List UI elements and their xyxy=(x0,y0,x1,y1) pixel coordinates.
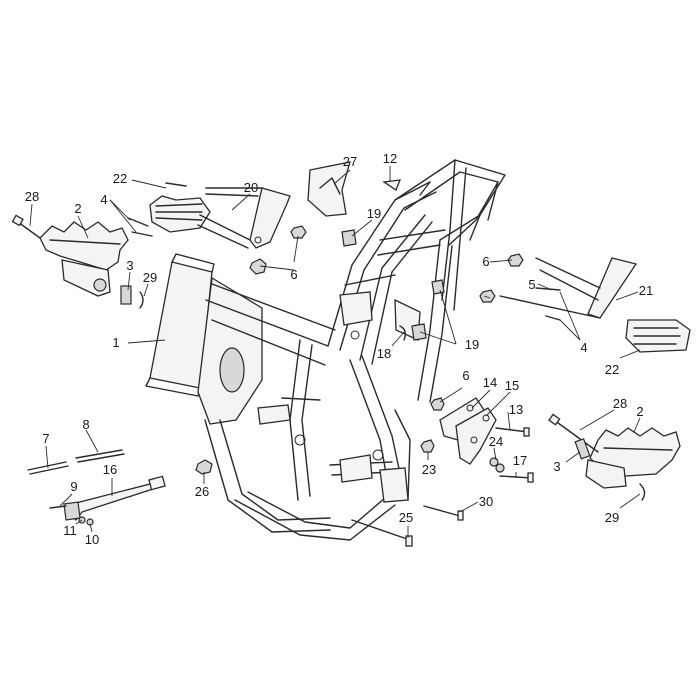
callout-24: 24 xyxy=(489,434,503,449)
callout-4b: 4 xyxy=(580,340,587,355)
callout-25: 25 xyxy=(399,510,413,525)
right-passenger-footpeg xyxy=(625,319,691,353)
callout-21: 21 xyxy=(639,283,653,298)
left-passenger-bracket xyxy=(205,187,291,249)
decal-27 xyxy=(307,161,351,217)
nut-6-mid xyxy=(430,397,445,411)
nut-26 xyxy=(195,459,213,475)
main-frame xyxy=(145,159,506,541)
callout-6c: 6 xyxy=(462,368,469,383)
bolt-13 xyxy=(495,427,529,433)
callout-5: 5 xyxy=(528,277,535,292)
callout-29a: 29 xyxy=(143,270,157,285)
chain-guide-plate-right xyxy=(455,407,497,465)
right-bolt-small-b xyxy=(545,315,561,321)
callout-labels: 1 2 2 3 3 4 4 5 6 6 6 7 8 9 10 11 12 13 … xyxy=(25,151,653,547)
callout-6b: 6 xyxy=(482,254,489,269)
clip-19c xyxy=(431,279,445,295)
clip-19b xyxy=(411,323,427,341)
callout-23: 23 xyxy=(422,462,436,477)
callout-6a: 6 xyxy=(290,267,297,282)
right-passenger-bracket xyxy=(499,257,638,319)
callout-2a: 2 xyxy=(74,201,81,216)
left-nut-b xyxy=(290,225,307,239)
left-footpeg-pin xyxy=(11,214,41,239)
leader-lines xyxy=(29,166,641,538)
callout-2b: 2 xyxy=(636,404,643,419)
clip-18 xyxy=(399,325,407,341)
stand-spring-long xyxy=(27,461,69,475)
callout-20: 20 xyxy=(244,180,258,195)
callout-26: 26 xyxy=(195,484,209,499)
callout-3a: 3 xyxy=(126,258,133,273)
callout-19a: 19 xyxy=(367,206,381,221)
right-cotter-pin xyxy=(639,483,646,501)
callout-27: 27 xyxy=(343,154,357,169)
decal-27-mark xyxy=(319,177,341,195)
right-footpeg-pin xyxy=(548,413,599,453)
clip-12 xyxy=(382,179,402,191)
bolt-25 xyxy=(351,519,411,541)
callout-15: 15 xyxy=(505,378,519,393)
stand-spring-short xyxy=(75,449,125,463)
right-footpeg-spring xyxy=(574,438,591,460)
callout-16: 16 xyxy=(103,462,117,477)
callout-7: 7 xyxy=(42,431,49,446)
right-nut-b xyxy=(479,289,496,303)
callout-30: 30 xyxy=(479,494,493,509)
callout-3b: 3 xyxy=(553,459,560,474)
callout-17: 17 xyxy=(513,453,527,468)
callout-19b: 19 xyxy=(465,337,479,352)
bolt-25-head xyxy=(405,535,413,547)
callout-18: 18 xyxy=(377,346,391,361)
left-nut-a xyxy=(249,258,267,275)
left-passenger-footpeg xyxy=(149,195,251,249)
callout-8: 8 xyxy=(82,417,89,432)
bolt-30-head xyxy=(457,510,464,521)
right-footpeg xyxy=(585,427,681,489)
bolt-17-head xyxy=(527,472,534,483)
callout-22b: 22 xyxy=(605,362,619,377)
callout-12: 12 xyxy=(383,151,397,166)
left-cotter-pin xyxy=(139,291,144,309)
callout-28b: 28 xyxy=(613,396,627,411)
side-stand xyxy=(63,475,166,521)
right-bolt-small xyxy=(535,287,561,291)
stand-bolt xyxy=(49,505,67,509)
left-footpeg-spring xyxy=(120,285,132,305)
callout-29b: 29 xyxy=(605,510,619,525)
callout-4a: 4 xyxy=(100,192,107,207)
callout-13: 13 xyxy=(509,402,523,417)
left-bolt-small-c xyxy=(165,182,187,187)
callout-1: 1 xyxy=(112,335,119,350)
left-bolt-small-b xyxy=(131,231,153,237)
clip-19a xyxy=(341,229,357,247)
bolt-13-head xyxy=(523,427,530,437)
callout-28a: 28 xyxy=(25,189,39,204)
callout-10: 10 xyxy=(85,532,99,547)
left-bolt-small xyxy=(127,217,149,227)
washer-24b xyxy=(495,463,505,473)
bolt-30 xyxy=(423,505,461,517)
left-footpeg xyxy=(39,221,129,297)
callout-11: 11 xyxy=(63,523,77,538)
nut-23 xyxy=(420,439,435,453)
callout-9: 9 xyxy=(70,479,77,494)
callout-22a: 22 xyxy=(113,171,127,186)
callout-14: 14 xyxy=(483,375,497,390)
